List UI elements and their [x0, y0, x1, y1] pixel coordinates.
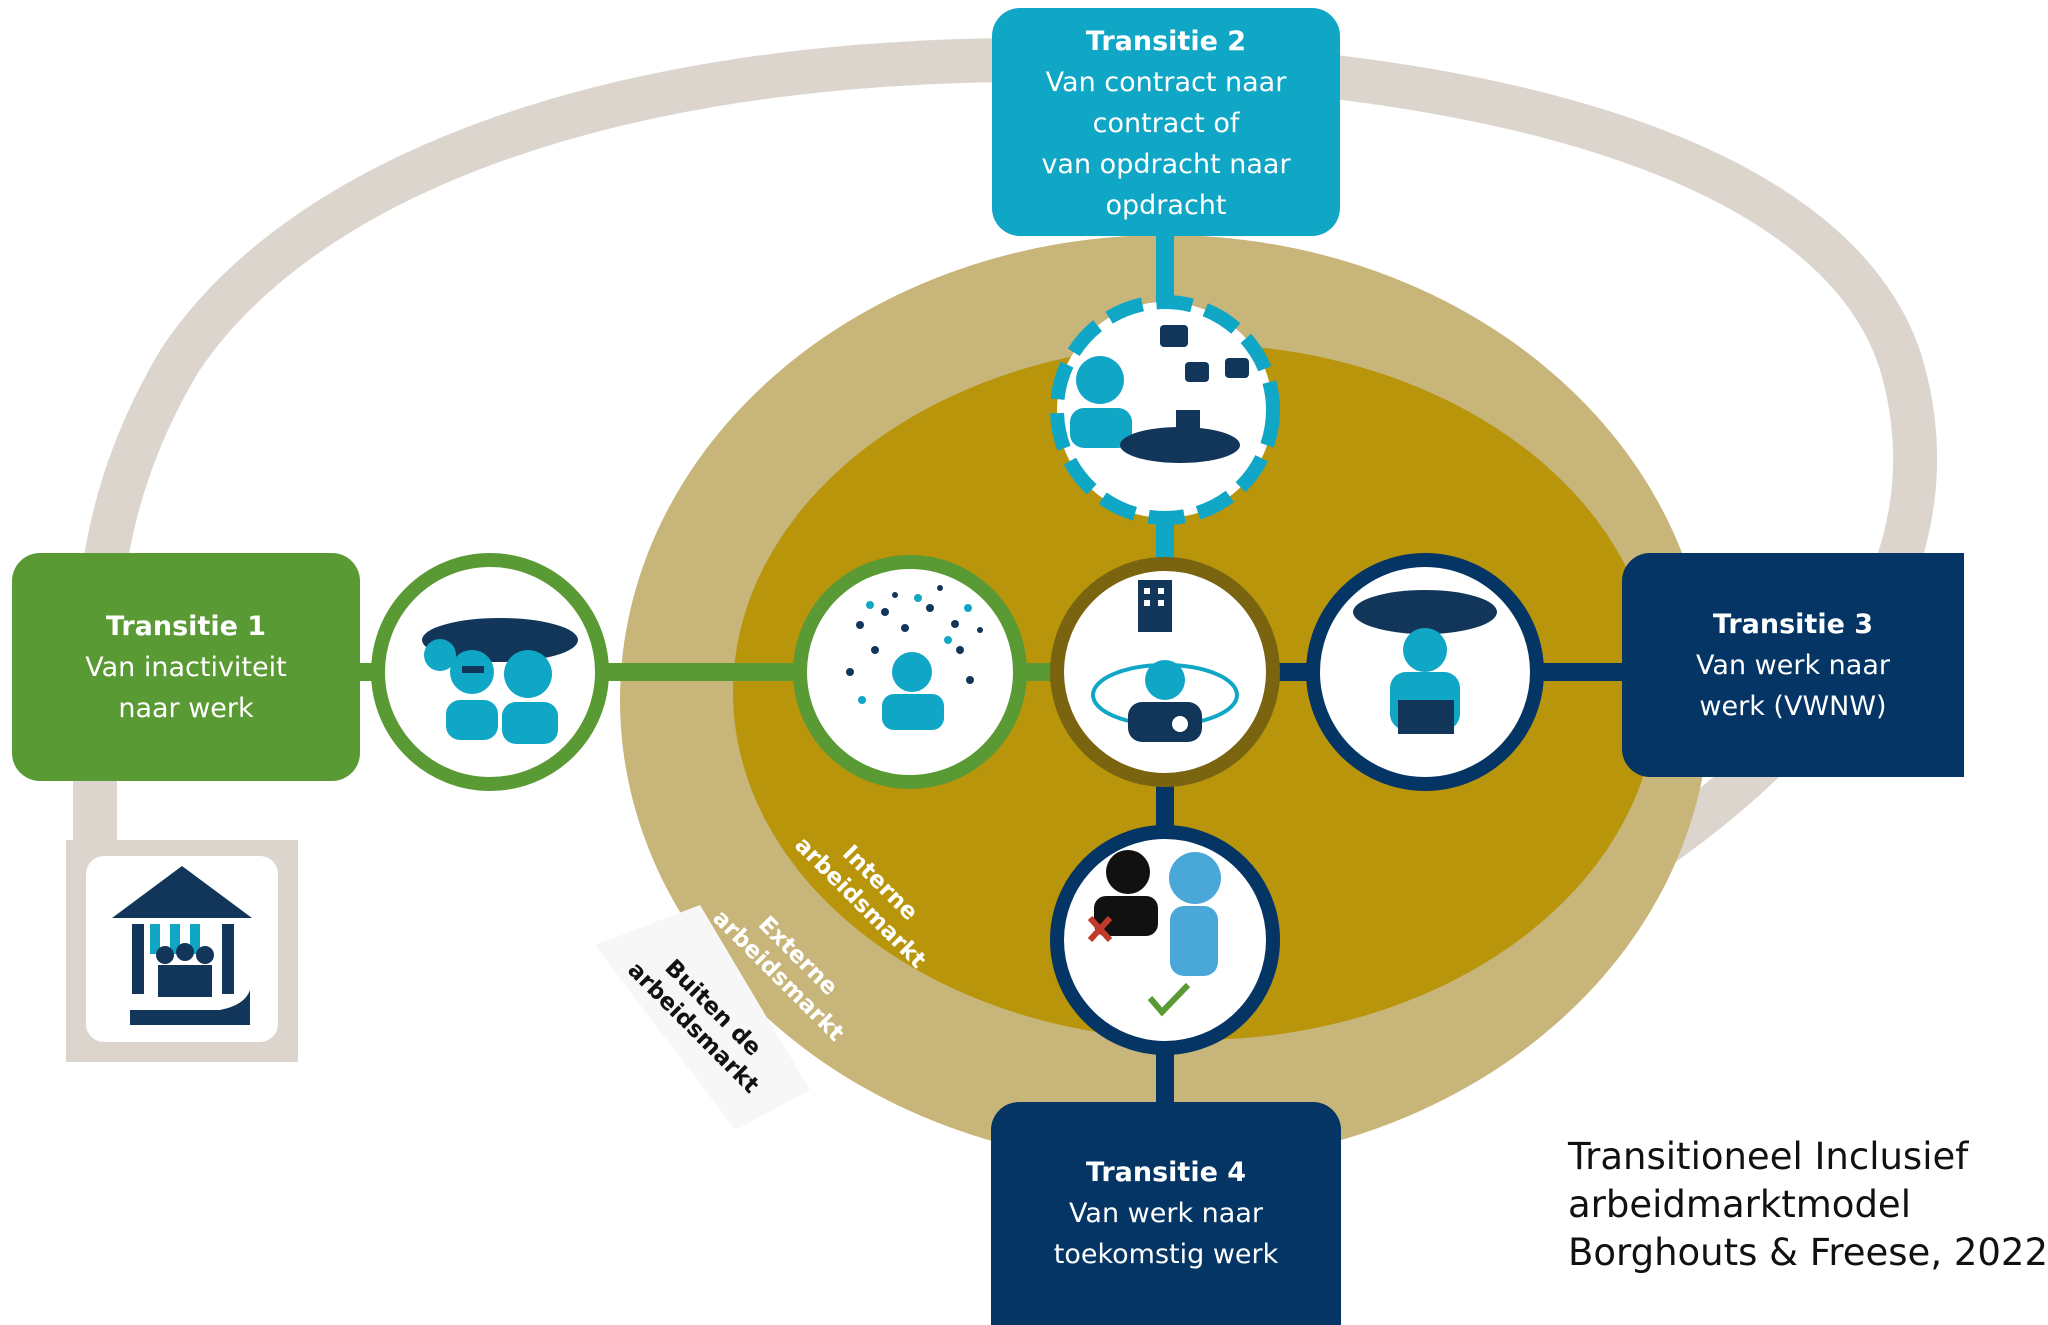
caption-line3: Borghouts & Freese, 2022 [1568, 1231, 2048, 1274]
transitie-1-title: Transitie 1 [105, 610, 267, 642]
inactive-group-icon [371, 553, 609, 791]
transitie-2-line3: van opdracht naar [1041, 148, 1291, 180]
transitie-3-box: Transitie 3 Van werk naar werk (VWNW) [1622, 553, 1964, 777]
transitie-2-title: Transitie 2 [1085, 25, 1247, 57]
transitie-3-line2: werk (VWNW) [1699, 690, 1887, 722]
transitie-2-line2: contract of [1092, 107, 1240, 139]
caption-line1: Transitioneel Inclusief [1568, 1135, 1969, 1178]
model-caption: Transitioneel Inclusief arbeidmarktmodel… [1568, 1133, 2048, 1277]
transitie-4-line1: Van werk naar [1069, 1198, 1263, 1229]
caption-line2: arbeidmarktmodel [1568, 1183, 1911, 1226]
internal-talent-icon [1050, 557, 1280, 787]
transitie-1-box: Transitie 1 Van inactiviteit naar werk [12, 553, 360, 781]
transitie-4-line2: toekomstig werk [1053, 1239, 1279, 1270]
transitie-3-title: Transitie 3 [1712, 608, 1874, 640]
transitie-4-title: Transitie 4 [1085, 1157, 1247, 1188]
buiten-label-background [595, 905, 810, 1130]
transitie-2-line4: opdracht [1105, 189, 1227, 221]
contract-hopping-icon [1050, 295, 1280, 525]
social-security-icon [86, 856, 278, 1042]
unemployment-icon [1306, 553, 1544, 791]
diagram-graphics [66, 38, 1938, 1165]
transitie-1-line2: naar werk [118, 692, 254, 724]
transitie-4-box: Transitie 4 Van werk naar toekomstig wer… [991, 1102, 1341, 1325]
robot-replacement-icon [1050, 825, 1280, 1055]
transitie-2-box: Transitie 2 Van contract naar contract o… [992, 8, 1340, 236]
rain-of-people-icon [793, 555, 1027, 789]
transition-model-diagram: Transitie 1 Van inactiviteit naar werk T… [12, 8, 2048, 1325]
transitie-2-line1: Van contract naar [1045, 66, 1287, 98]
transitie-3-line1: Van werk naar [1696, 649, 1890, 681]
transitie-1-line1: Van inactiviteit [85, 651, 287, 683]
